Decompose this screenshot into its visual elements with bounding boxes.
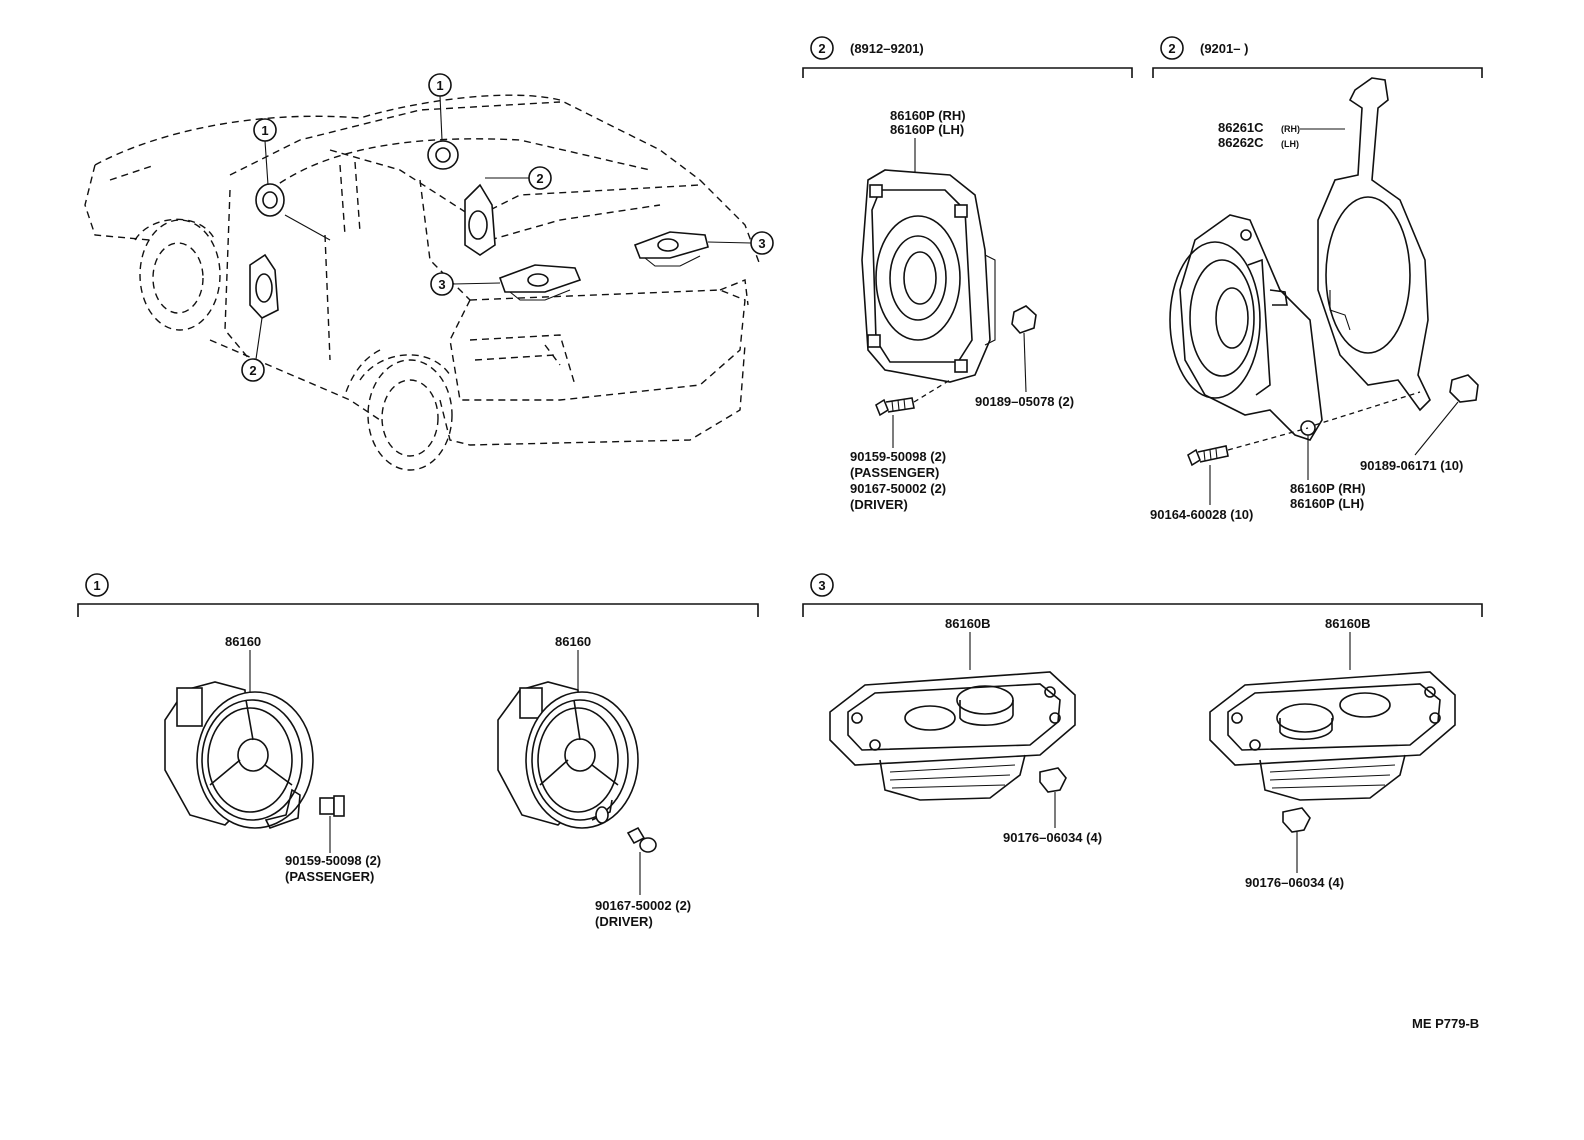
svg-text:(9201– ): (9201– ) (1200, 41, 1248, 56)
svg-text:90176–06034 (4): 90176–06034 (4) (1245, 875, 1344, 890)
svg-text:90159-50098 (2): 90159-50098 (2) (850, 449, 946, 464)
svg-text:90189–05078 (2): 90189–05078 (2) (975, 394, 1074, 409)
svg-text:86262C: 86262C (1218, 135, 1264, 150)
callout-3-deck-left: 3 (430, 272, 501, 296)
callout-2-front-pillar: 2 (241, 317, 265, 382)
svg-text:(RH): (RH) (1281, 124, 1300, 134)
svg-text:1: 1 (436, 78, 443, 93)
svg-text:(PASSENGER): (PASSENGER) (285, 869, 374, 884)
svg-text:2: 2 (818, 41, 825, 56)
svg-text:1: 1 (261, 123, 268, 138)
diagram-code: ME P779-B (1412, 1016, 1479, 1031)
svg-text:3: 3 (438, 277, 445, 292)
section-2-late: 2 (9201– ) 86261C (RH) 86262C (LH) 90189… (1150, 36, 1483, 522)
callout-2-rear-pillar: 2 (485, 166, 552, 190)
svg-text:2: 2 (249, 363, 256, 378)
svg-text:86160P (RH): 86160P (RH) (1290, 481, 1366, 496)
svg-text:90176–06034 (4): 90176–06034 (4) (1003, 830, 1102, 845)
svg-text:86160P (LH): 86160P (LH) (890, 122, 964, 137)
svg-text:90189-06171 (10): 90189-06171 (10) (1360, 458, 1463, 473)
car-overview-illustration: 1 1 2 2 3 3 (84, 73, 774, 471)
svg-text:90164-60028 (10): 90164-60028 (10) (1150, 507, 1253, 522)
svg-text:86160P (LH): 86160P (LH) (1290, 496, 1364, 511)
svg-text:(DRIVER): (DRIVER) (595, 914, 653, 929)
section-2-early: 2 (8912–9201) 86160P (RH) 86160P (LH) 90… (802, 36, 1133, 512)
svg-text:90167-50002 (2): 90167-50002 (2) (850, 481, 946, 496)
svg-text:1: 1 (93, 578, 100, 593)
svg-text:90159-50098 (2): 90159-50098 (2) (285, 853, 381, 868)
svg-text:90167-50002 (2): 90167-50002 (2) (595, 898, 691, 913)
section-1: 1 86160 90159-50098 (2) (PASSENGER) 8616… (77, 573, 759, 929)
svg-text:2: 2 (1168, 41, 1175, 56)
svg-text:(DRIVER): (DRIVER) (850, 497, 908, 512)
callout-1-front-door: 1 (253, 118, 277, 186)
svg-text:86160: 86160 (555, 634, 591, 649)
svg-text:2: 2 (536, 171, 543, 186)
callout-3-deck-right: 3 (707, 231, 774, 255)
svg-text:3: 3 (818, 578, 825, 593)
svg-text:(PASSENGER): (PASSENGER) (850, 465, 939, 480)
svg-text:86160P (RH): 86160P (RH) (890, 108, 966, 123)
svg-text:3: 3 (758, 236, 765, 251)
svg-text:(LH): (LH) (1281, 139, 1299, 149)
svg-text:86160B: 86160B (945, 616, 991, 631)
svg-text:86160: 86160 (225, 634, 261, 649)
callout-1-rear-door: 1 (428, 73, 452, 141)
svg-text:86160B: 86160B (1325, 616, 1371, 631)
svg-text:86261C: 86261C (1218, 120, 1264, 135)
svg-text:(8912–9201): (8912–9201) (850, 41, 924, 56)
section-3: 3 86160B 90176–06034 (4) 86160B (802, 573, 1483, 890)
